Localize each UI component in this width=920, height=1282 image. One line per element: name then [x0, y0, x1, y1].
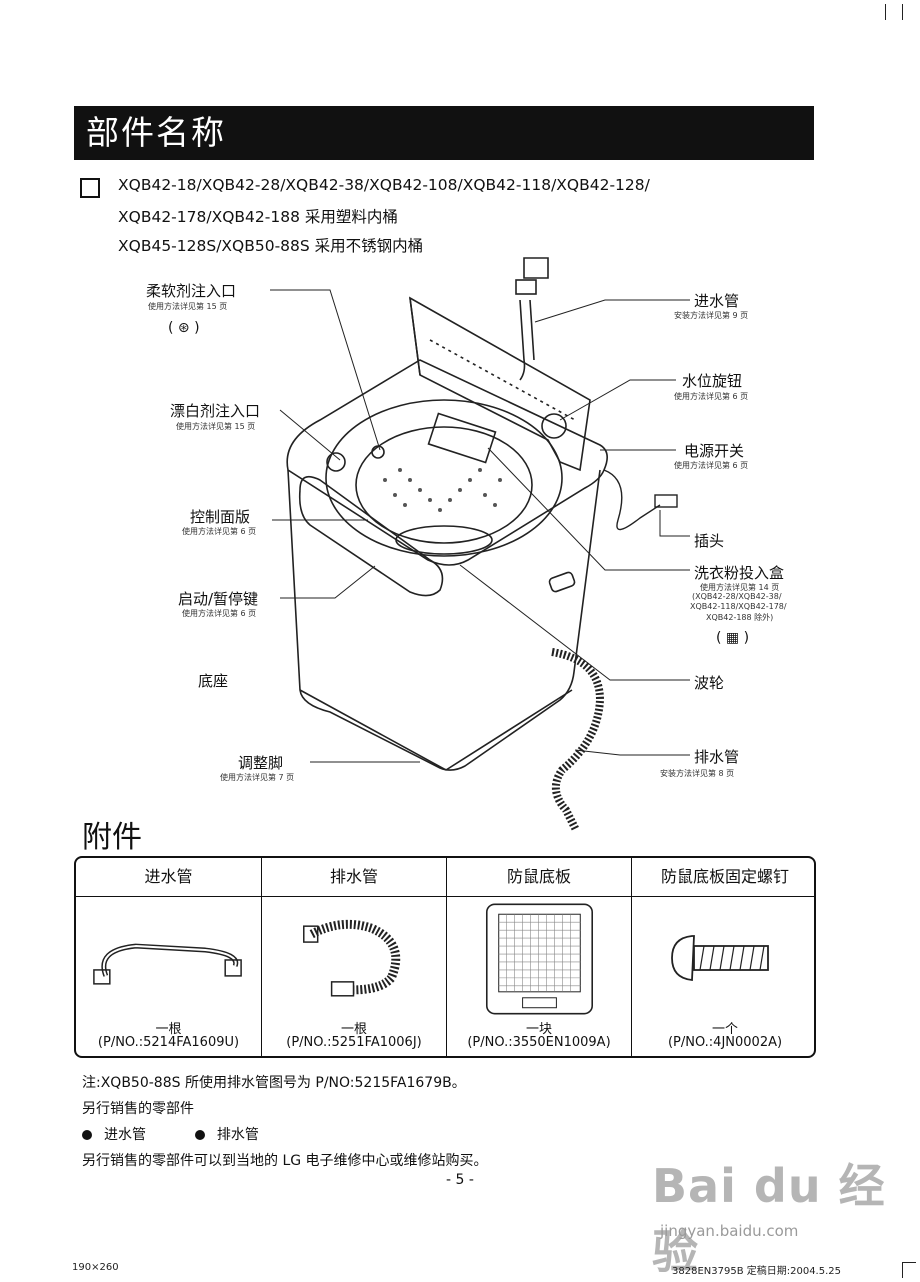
- crop-mark: [902, 4, 903, 20]
- footnote-sold-separately: 另行销售的零部件: [82, 1101, 194, 1117]
- label-control-panel: 控制面版: [190, 508, 251, 526]
- size-code: 190×260: [72, 1262, 119, 1273]
- accessory-qty: 一块: [525, 1022, 552, 1037]
- label-detergent-box: 洗衣粉投入盒: [694, 564, 785, 582]
- footnote-items: 进水管 排水管: [82, 1124, 259, 1144]
- note-start-pause: 使用方法详见第 6 页: [182, 609, 257, 618]
- page-number: - 5 -: [446, 1172, 474, 1188]
- accessory-name: 防鼠底板固定螺钉: [632, 858, 814, 897]
- drain-hose-icon: [303, 919, 401, 997]
- model-line-2: XQB42-178/XQB42-188 采用塑料内桶: [118, 208, 398, 226]
- accessory-name: 防鼠底板: [447, 858, 631, 897]
- label-adjust-foot: 调整脚: [238, 754, 284, 772]
- document-code: 3828EN3795B 定稿日期:2004.5.25: [672, 1266, 841, 1277]
- label-pulsator: 波轮: [694, 674, 725, 692]
- baidu-watermark-url: jingyan.baidu.com: [660, 1222, 799, 1240]
- accessory-drain-hose: 排水管 一根 (P/NO.:5251FA1006J): [262, 858, 447, 1056]
- model-line-1: XQB42-18/XQB42-28/XQB42-38/XQB42-108/XQB…: [118, 176, 650, 194]
- accessory-qty: 一根: [340, 1022, 367, 1037]
- page-title: 部件名称: [74, 106, 814, 160]
- accessory-screw: 防鼠底板固定螺钉 一个 (P/NO.:4JN0002A): [632, 858, 814, 1056]
- detergent-symbol: ( ▦ ): [716, 630, 750, 646]
- checkbox-icon: [80, 178, 100, 198]
- note-water-level-knob: 使用方法详见第 6 页: [674, 392, 749, 401]
- baidu-watermark-logo: Bai du 经验: [652, 1159, 886, 1279]
- label-plug: 插头: [694, 532, 725, 550]
- rat-guard-board-icon: [485, 903, 594, 1015]
- note-inlet-hose: 安装方法详见第 9 页: [674, 311, 749, 320]
- bullet-icon: [194, 1130, 205, 1140]
- crop-mark: [885, 4, 886, 20]
- note-softener-inlet: 使用方法详见第 15 页: [148, 302, 228, 311]
- accessory-part-number: (P/NO.:3550EN1009A): [467, 1035, 611, 1050]
- label-drain-hose: 排水管: [694, 748, 740, 766]
- note-bleach-inlet: 使用方法详见第 15 页: [176, 422, 256, 431]
- footnote-drain-hose: 注:XQB50-88S 所使用排水管图号为 P/NO:5215FA1679B。: [82, 1075, 466, 1091]
- accessory-name: 进水管: [76, 858, 261, 897]
- note-drain-hose: 安装方法详见第 8 页: [660, 769, 735, 778]
- label-water-level-knob: 水位旋钮: [682, 372, 743, 390]
- footnote-item-inlet: 进水管: [104, 1127, 146, 1143]
- label-start-pause: 启动/暂停键: [178, 590, 259, 608]
- accessory-name: 排水管: [262, 858, 446, 897]
- crop-mark: [902, 1262, 903, 1278]
- note-detergent-box-2: (XQB42-28/XQB42-38/: [692, 592, 782, 601]
- accessory-qty: 一个: [711, 1022, 738, 1037]
- label-inlet-hose: 进水管: [694, 292, 740, 310]
- accessories-title: 附件: [82, 820, 142, 855]
- bullet-icon: [82, 1130, 92, 1140]
- accessory-qty: 一根: [155, 1022, 182, 1037]
- note-power-switch: 使用方法详见第 6 页: [674, 461, 749, 470]
- label-power-switch: 电源开关: [684, 442, 745, 460]
- inlet-hose-icon: [93, 943, 242, 985]
- accessory-part-number: (P/NO.:4JN0002A): [667, 1035, 783, 1050]
- note-detergent-box-4: XQB42-188 除外): [706, 613, 774, 622]
- footnote-item-drain: 排水管: [216, 1127, 259, 1143]
- note-control-panel: 使用方法详见第 6 页: [182, 527, 257, 536]
- label-softener-inlet: 柔软剂注入口: [146, 282, 237, 300]
- crop-mark: [902, 1262, 916, 1263]
- note-adjust-foot: 使用方法详见第 7 页: [220, 773, 295, 782]
- label-bleach-inlet: 漂白剂注入口: [170, 402, 261, 420]
- accessory-part-number: (P/NO.:5214FA1609U): [97, 1035, 240, 1050]
- note-detergent-box: 使用方法详见第 14 页: [700, 583, 780, 592]
- accessory-rat-guard: 防鼠底板 一块 (P/NO.:3550EN1009A): [447, 858, 632, 1056]
- model-line-3: XQB45-128S/XQB50-88S 采用不锈钢内桶: [118, 237, 424, 255]
- label-base: 底座: [198, 672, 229, 690]
- accessory-inlet-hose: 进水管 一根 (P/NO.:5214FA1609U): [76, 858, 262, 1056]
- footnote-purchase: 另行销售的零部件可以到当地的 LG 电子维修中心或维修站购买。: [82, 1153, 488, 1169]
- accessories-table: 进水管 一根 (P/NO.:5214FA1609U) 排水管 一根 (P/NO.…: [74, 856, 816, 1058]
- accessory-part-number: (P/NO.:5251FA1006J): [286, 1035, 422, 1050]
- screw-icon: [671, 935, 769, 981]
- softener-symbol: ( ⊛ ): [168, 320, 200, 336]
- note-detergent-box-3: XQB42-118/XQB42-178/: [690, 602, 787, 611]
